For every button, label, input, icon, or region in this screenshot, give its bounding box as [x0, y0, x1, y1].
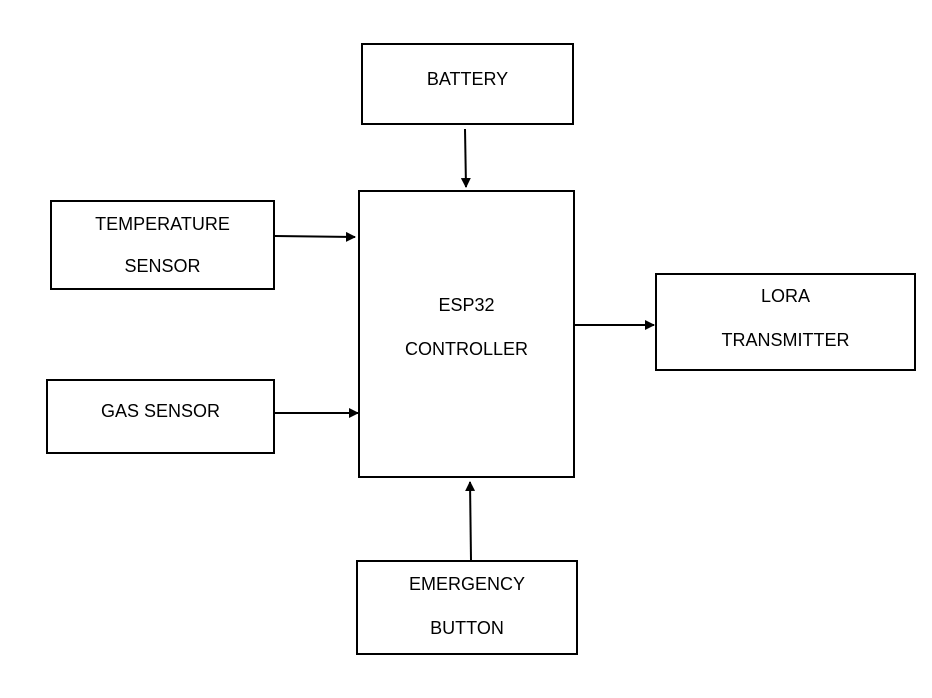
lora-transmitter-label-line-1: LORA — [760, 286, 811, 306]
battery-label: BATTERY — [426, 69, 509, 89]
lora-transmitter-label-line-2: TRANSMITTER — [721, 330, 850, 350]
gas-sensor-block: GAS SENSOR — [46, 379, 275, 454]
esp32-controller-block: ESP32 CONTROLLER — [358, 190, 575, 478]
emergency-button-block: EMERGENCY BUTTON — [356, 560, 578, 655]
esp32-controller-label-line-2: CONTROLLER — [404, 339, 529, 359]
emergency-button-label-line-1: EMERGENCY — [408, 574, 525, 594]
temperature-sensor-label-line-1: TEMPERATURE — [95, 214, 230, 234]
arrow-temperature-sensor-to-esp32 — [274, 231, 356, 242]
emergency-button-label-line-2: BUTTON — [430, 618, 504, 638]
arrow-battery-to-esp32 — [460, 128, 471, 188]
esp32-controller-label-line-1: ESP32 — [438, 295, 495, 315]
gas-sensor-label: GAS SENSOR — [100, 401, 221, 421]
temperature-sensor-block: TEMPERATURE SENSOR — [50, 200, 275, 290]
battery-block: BATTERY — [361, 43, 574, 125]
arrow-emergency-button-to-esp32 — [465, 481, 476, 561]
temperature-sensor-label-line-2: SENSOR — [124, 256, 201, 276]
lora-transmitter-block: LORA TRANSMITTER — [655, 273, 916, 371]
